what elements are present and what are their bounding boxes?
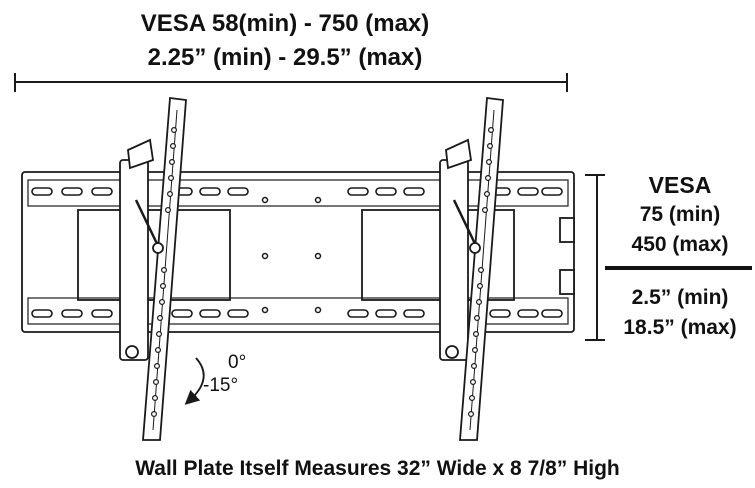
right-arm-holes — [468, 126, 495, 418]
right-dimension-bracket — [585, 174, 605, 341]
right-vesa-min: 75 (min) — [639, 203, 721, 226]
right-vesa-heading: VESA — [648, 172, 712, 198]
top-dimension-line2: 2.25” (min) - 29.5” (max) — [147, 44, 423, 71]
top-dimension-line1: VESA 58(min) - 750 (max) — [140, 10, 430, 37]
top-dimension-line — [14, 73, 568, 92]
left-arm-holes — [151, 126, 178, 418]
plate-slots-bottom — [31, 309, 563, 318]
wall-plate-caption: Wall Plate Itself Measures 32” Wide x 8 … — [135, 457, 620, 480]
right-inch-max: 18.5” (max) — [623, 316, 737, 339]
right-inch-min: 2.5” (min) — [631, 286, 729, 309]
right-vesa-max: 450 (max) — [631, 233, 729, 256]
tilt-arc-arrow — [184, 357, 205, 405]
tilt-angle-bottom: -15° — [203, 375, 239, 396]
tilt-angle-top: 0° — [228, 352, 247, 373]
plate-center-holes — [261, 196, 322, 314]
